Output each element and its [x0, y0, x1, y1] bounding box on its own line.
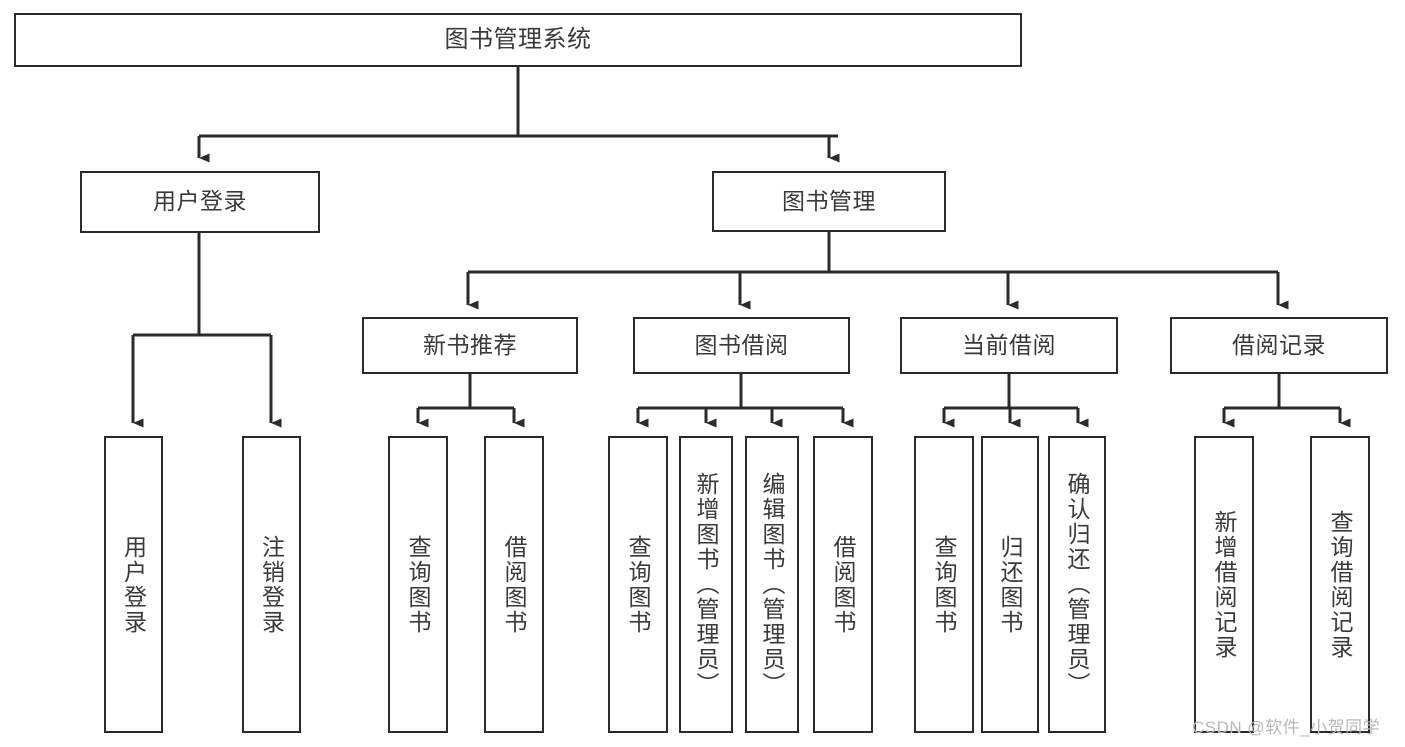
node-label: 确认归还（管理员）: [1064, 472, 1091, 697]
node-leaf-borrow-record-query[interactable]: 查询借阅记录: [1310, 436, 1370, 733]
node-label: 查询图书: [405, 534, 432, 635]
node-root-book-management-system[interactable]: 图书管理系统: [14, 13, 1022, 67]
node-leaf-user-login-logout[interactable]: 注销登录: [242, 436, 301, 733]
node-label: 新增借阅记录: [1211, 509, 1238, 660]
node-book-management[interactable]: 图书管理: [712, 171, 946, 232]
watermark-text: CSDN @软件_小贺同学: [1192, 718, 1381, 737]
node-label: 图书借阅: [694, 331, 789, 358]
node-label: 新书推荐: [423, 331, 517, 358]
node-book-borrow[interactable]: 图书借阅: [633, 317, 850, 374]
node-borrow-record[interactable]: 借阅记录: [1170, 317, 1388, 374]
node-leaf-current-borrow-query[interactable]: 查询图书: [914, 436, 974, 733]
node-label: 图书管理系统: [444, 25, 592, 53]
node-label: 用户登录: [153, 188, 247, 215]
node-label: 当前借阅: [962, 331, 1056, 358]
node-label: 查询借阅记录: [1327, 509, 1354, 660]
node-leaf-user-login-login[interactable]: 用户登录: [104, 436, 163, 733]
node-label: 用户登录: [120, 534, 147, 635]
node-leaf-current-borrow-return[interactable]: 归还图书: [981, 436, 1039, 733]
node-label: 编辑图书（管理员）: [759, 472, 786, 697]
node-label: 新增图书（管理员）: [693, 472, 720, 697]
node-label: 归还图书: [997, 534, 1024, 635]
node-leaf-new-book-borrow[interactable]: 借阅图书: [484, 436, 544, 733]
node-leaf-book-borrow-query[interactable]: 查询图书: [608, 436, 668, 733]
node-leaf-new-book-query[interactable]: 查询图书: [388, 436, 448, 733]
node-label: 借阅图书: [830, 534, 857, 635]
node-current-borrow[interactable]: 当前借阅: [900, 317, 1118, 374]
node-label: 查询图书: [625, 534, 652, 635]
node-label: 注销登录: [258, 534, 285, 635]
node-label: 图书管理: [782, 187, 876, 214]
node-label: 借阅图书: [501, 534, 528, 635]
node-leaf-book-borrow-borrow[interactable]: 借阅图书: [813, 436, 873, 733]
node-leaf-book-borrow-edit[interactable]: 编辑图书（管理员）: [745, 436, 799, 733]
node-new-book-recommend[interactable]: 新书推荐: [362, 317, 578, 374]
node-user-login[interactable]: 用户登录: [80, 171, 320, 233]
node-leaf-borrow-record-add[interactable]: 新增借阅记录: [1194, 436, 1254, 733]
node-label: 借阅记录: [1232, 331, 1326, 358]
node-leaf-current-borrow-confirm-return[interactable]: 确认归还（管理员）: [1048, 436, 1106, 733]
node-leaf-book-borrow-add[interactable]: 新增图书（管理员）: [679, 436, 733, 733]
node-label: 查询图书: [931, 534, 958, 635]
